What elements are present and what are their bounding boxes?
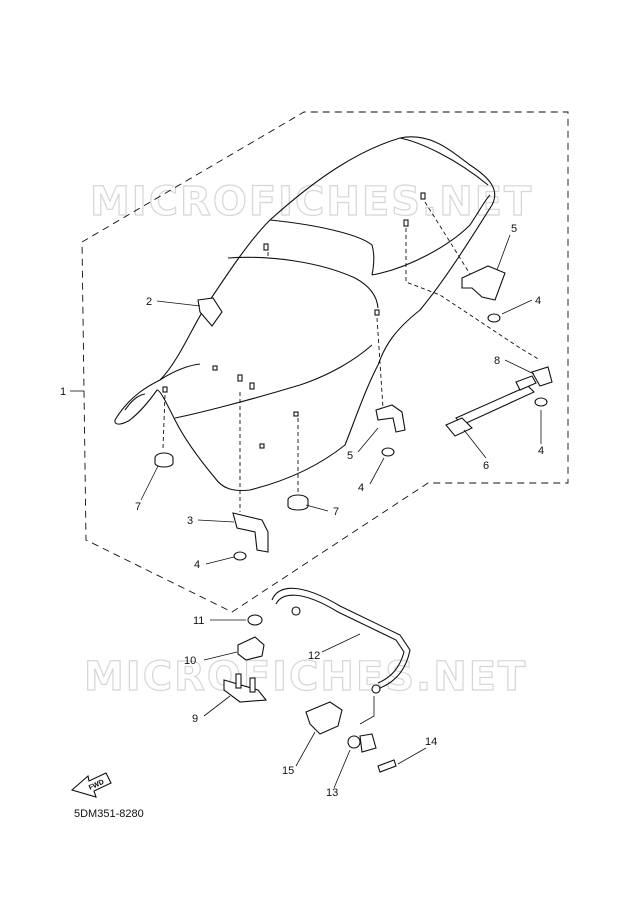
callout-6: 6	[483, 460, 489, 472]
part-13-lock	[347, 733, 377, 753]
part-7-dampers	[154, 452, 309, 511]
seat	[114, 136, 496, 492]
callout-10: 10	[184, 655, 196, 667]
part-3-bracket	[232, 512, 269, 553]
callout-14: 14	[425, 736, 437, 748]
part-11-cap	[247, 614, 263, 626]
seat-mount-marks	[162, 192, 426, 449]
callout-7b: 7	[333, 506, 339, 518]
callout-12: 12	[308, 650, 320, 662]
callout-5b: 5	[347, 450, 353, 462]
callout-1: 1	[60, 386, 66, 398]
callout-11: 11	[193, 615, 204, 627]
callout-5a: 5	[511, 223, 517, 235]
part-5-bracket-right	[461, 265, 506, 301]
part-14-bolt	[377, 759, 397, 773]
callout-4b: 4	[358, 482, 364, 494]
assembly-boundary	[81, 111, 569, 613]
callout-4c: 4	[535, 295, 541, 307]
watermark-bottom: MICROFICHES.NET	[84, 654, 527, 700]
callout-13: 13	[326, 787, 338, 799]
callout-15: 15	[282, 765, 294, 777]
callout-labels: 1 2 3 4 4 4 4 5 5 6 7 7 8 9 10 11 12 13 …	[60, 223, 544, 799]
part-2-hook	[197, 297, 223, 327]
part-9-plate	[223, 673, 268, 703]
diagram-code: 5DM351-8280	[74, 808, 144, 820]
leader-lines	[70, 234, 542, 789]
callout-3: 3	[187, 515, 193, 527]
callout-2: 2	[146, 296, 152, 308]
part-6-strap	[445, 375, 537, 437]
part-15-bracket	[305, 701, 343, 735]
callout-7a: 7	[135, 501, 141, 513]
part-4-nuts	[233, 313, 548, 561]
callout-8: 8	[494, 355, 500, 367]
fwd-arrow-icon: FWD	[70, 772, 112, 798]
callout-9: 9	[192, 713, 198, 725]
callout-4d: 4	[538, 445, 544, 457]
part-12-cable	[271, 587, 411, 725]
callout-4a: 4	[194, 559, 200, 571]
part-10-holder	[237, 636, 265, 661]
part-5-bracket-center	[375, 404, 406, 433]
part-8-clip	[531, 366, 553, 387]
